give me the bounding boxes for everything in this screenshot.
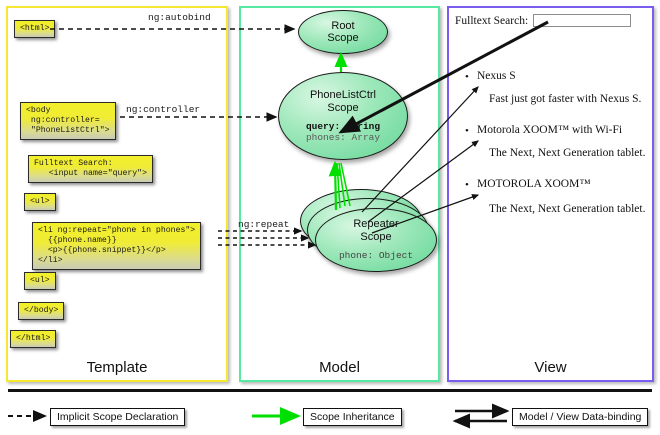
code-box-html-close: </html>	[10, 330, 57, 348]
edge-label-ng-controller: ng:controller	[126, 104, 201, 115]
view-list-item-0: • Nexus S	[465, 70, 516, 83]
view-list-item-2: • MOTOROLA XOOM™	[465, 178, 591, 191]
panel-view-title: View	[534, 359, 567, 376]
view-list-item-0-desc: Fast just got faster with Nexus S.	[489, 93, 642, 105]
bullet-icon: •	[465, 125, 469, 137]
bullet-icon: •	[465, 71, 469, 83]
scope-node-repeater: Repeater Scope phone: Object	[315, 208, 437, 272]
ctrl-scope-vars: query: String phones: Array	[306, 121, 380, 143]
repeater-scope-var-phone: phone: Object	[338, 250, 414, 261]
view-list-item-2-name: MOTOROLA XOOM™	[477, 178, 591, 190]
legend-divider	[8, 389, 652, 392]
repeater-scope-line2: Scope	[360, 231, 392, 243]
scope-node-root: Root Scope	[298, 10, 388, 54]
code-box-body-close: </body>	[18, 302, 65, 320]
view-rendered-page: Fulltext Search: • Nexus S Fast just got…	[455, 14, 647, 244]
code-box-ul-open: <ul>	[24, 193, 56, 211]
view-list-item-1: • Motorola XOOM™ with Wi-Fi	[465, 124, 623, 137]
edge-label-ng-autobind: ng:autobind	[148, 12, 211, 23]
code-box-body-open: <body ng:controller= "PhoneListCtrl">	[20, 102, 116, 140]
bullet-icon: •	[465, 179, 469, 191]
legend: Implicit Scope Declaration Scope Inherit…	[0, 398, 660, 435]
view-list-item-1-name: Motorola XOOM™ with Wi-Fi	[477, 124, 623, 136]
code-box-html-open: <html>	[14, 20, 56, 38]
code-box-ul-close: <ul>	[24, 272, 56, 290]
ctrl-scope-line1: PhoneListCtrl	[309, 89, 377, 101]
ctrl-scope-var-phones: phones: Array	[305, 132, 381, 143]
root-scope-line1: Root	[331, 19, 355, 32]
view-search-row: Fulltext Search:	[455, 14, 632, 27]
ctrl-scope-var-query: query: String	[305, 121, 381, 132]
view-search-input[interactable]	[533, 14, 632, 27]
repeater-scope-line1: Repeater	[353, 218, 399, 230]
legend-item-scope-inheritance: Scope Inheritance	[303, 408, 402, 426]
view-list-item-1-desc: The Next, Next Generation tablet.	[489, 147, 646, 159]
view-search-label: Fulltext Search:	[455, 14, 529, 27]
view-list-item-0-name: Nexus S	[477, 70, 516, 82]
view-list-item-2-desc: The Next, Next Generation tablet.	[489, 203, 646, 215]
panel-model-title: Model	[319, 359, 360, 376]
scope-node-phonelistctrl: PhoneListCtrl Scope query: String phones…	[278, 72, 408, 160]
legend-arrows	[8, 403, 510, 429]
edge-label-ng-repeat: ng:repeat	[238, 219, 290, 230]
root-scope-line2: Scope	[327, 32, 359, 44]
code-box-li-repeat: <li ng:repeat="phone in phones"> {{phone…	[32, 222, 202, 270]
legend-item-implicit-scope-declaration: Implicit Scope Declaration	[50, 408, 186, 426]
code-box-search-input: Fulltext Search: <input name="query">	[28, 155, 154, 183]
ctrl-scope-line2: Scope	[327, 102, 359, 114]
panel-template-title: Template	[86, 359, 148, 376]
legend-item-model-view-databinding: Model / View Data-binding	[512, 408, 649, 426]
